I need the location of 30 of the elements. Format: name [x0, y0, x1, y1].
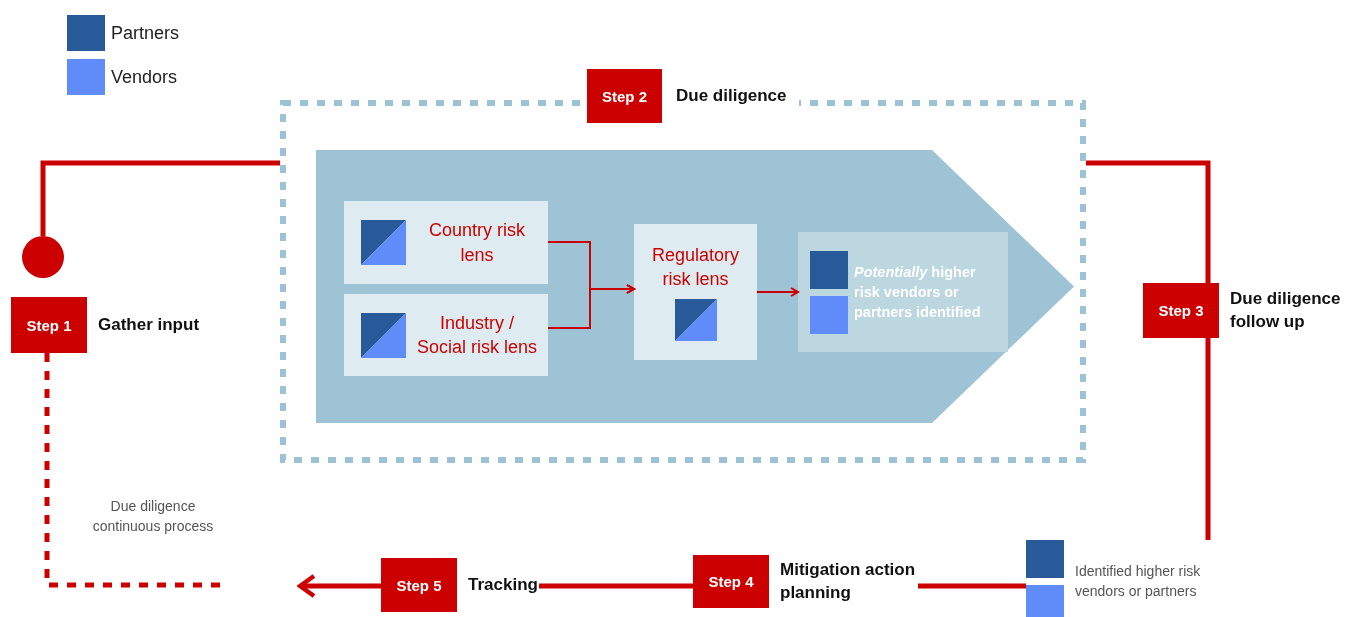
legend-label: Vendors: [111, 67, 178, 88]
lens-label: Country risk lens: [428, 219, 526, 267]
step-badge: Step 3: [1143, 283, 1219, 338]
connector-line: [918, 583, 1026, 589]
connector-line: [539, 583, 693, 589]
result-label: Potentially higher risk vendors or partners identified: [854, 262, 982, 323]
arrow: [297, 573, 381, 599]
step-title: Due diligence follow up: [1230, 288, 1342, 333]
lens-box: [344, 201, 548, 284]
step-badge: Step 2: [587, 69, 662, 123]
lens-label: Industry / Social risk lens: [415, 311, 538, 359]
step-badge: Step 1: [11, 297, 87, 353]
arrow: [756, 287, 799, 297]
lens-box: [344, 294, 548, 376]
start-dot: [22, 236, 64, 278]
connector-line: [40, 160, 280, 236]
step-badge: Step 4: [693, 555, 769, 608]
result-box: [798, 232, 1008, 352]
connector-line: [1205, 338, 1211, 540]
step-badge: Step 5: [381, 558, 457, 612]
legend-label: Partners: [111, 23, 180, 44]
arrow: [547, 284, 635, 329]
note-text: Due diligence continuous process: [91, 497, 215, 536]
lens-label: Regulatory risk lens: [650, 243, 740, 291]
step-title: Mitigation action planning: [780, 559, 917, 604]
step-title: Tracking: [468, 573, 539, 596]
note-text: Identified higher risk vendors or partners: [1075, 562, 1202, 602]
step-title: Gather input: [98, 313, 201, 336]
connector-line: [1086, 160, 1211, 283]
lens-box: [634, 224, 757, 360]
